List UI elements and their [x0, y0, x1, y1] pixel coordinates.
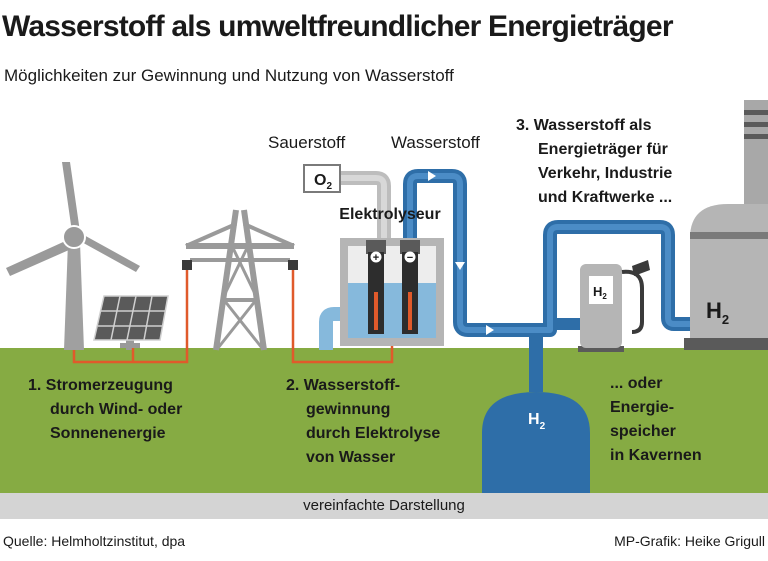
fuel-station	[578, 260, 650, 352]
step2-text: 2. Wasserstoff- gewinnung durch Elektrol…	[286, 377, 445, 466]
wind-turbine	[6, 162, 140, 350]
oxygen-box	[303, 164, 341, 193]
graphic-credit: MP-Grafik: Heike Grigull	[614, 533, 765, 549]
flow-arrows	[428, 171, 494, 335]
simplified-note: vereinfachte Darstellung	[0, 493, 768, 519]
hydrogen-diagram: + − Elektrolyseur O2 Sauerstoff Wasserst…	[0, 100, 768, 493]
hydrogen-label: Wasserstoff	[391, 133, 480, 152]
source-credit: Quelle: Helmholtzinstitut, dpa	[3, 533, 186, 549]
step1-text: 1. Stromerzeugung durch Wind- oder Sonne…	[28, 377, 187, 442]
page-title: Wasserstoff als umweltfreundlicher Energ…	[2, 10, 673, 43]
solar-panel	[93, 295, 169, 350]
oxygen-symbol: O2	[314, 172, 332, 192]
power-plant	[684, 100, 768, 350]
oxygen-label: Sauerstoff	[268, 133, 345, 152]
step3-text: 3. Wasserstoff als Energieträger für Ver…	[516, 117, 677, 206]
power-pylon	[182, 209, 298, 351]
step4-text: ... oder Energie- speicher in Kavernen	[610, 375, 702, 464]
power-plant-h2: H2	[706, 298, 729, 327]
cathode-minus: −	[407, 252, 413, 264]
ground	[0, 348, 768, 493]
page-subtitle: Möglichkeiten zur Gewinnung und Nutzung …	[4, 66, 454, 85]
anode-plus: +	[373, 252, 379, 264]
electrolyser: + −	[340, 238, 444, 346]
cavern	[482, 392, 590, 493]
cavern-h2: H2	[528, 411, 546, 432]
electrolyser-label: Elektrolyseur	[339, 206, 440, 223]
fuel-station-h2: H2	[593, 284, 607, 301]
